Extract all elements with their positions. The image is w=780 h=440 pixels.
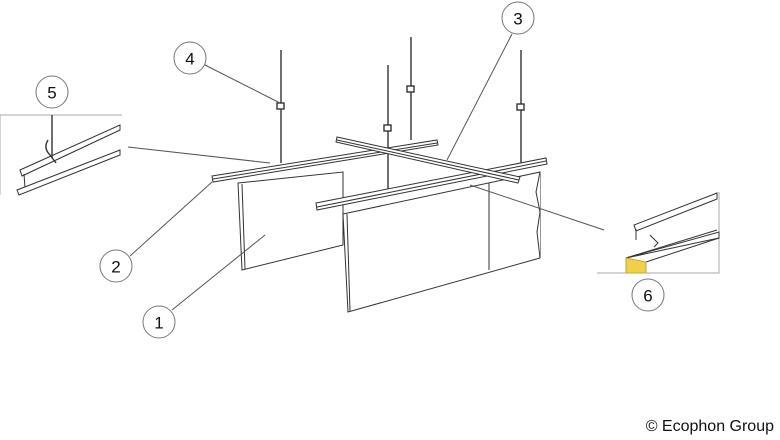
cross-tee	[335, 136, 521, 184]
callout-5: 5	[35, 75, 69, 109]
callout-number: 3	[513, 10, 522, 29]
callout-number: 2	[111, 258, 120, 277]
callout-6: 6	[631, 278, 665, 312]
callout-leaders	[129, 33, 513, 311]
callout-4: 4	[173, 41, 207, 75]
panel-1	[237, 171, 344, 271]
callout-3: 3	[501, 1, 535, 35]
callout-number: 4	[185, 50, 194, 69]
hanger-wires	[276, 37, 525, 195]
inset-detail-6	[469, 184, 720, 274]
inset-detail-5	[0, 114, 271, 196]
callout-number: 1	[154, 314, 163, 333]
callout-number: 6	[643, 287, 652, 306]
callout-1: 1	[142, 305, 176, 339]
callout-number: 5	[47, 84, 56, 103]
callout-2: 2	[99, 249, 133, 283]
copyright-text: © Ecophon Group	[645, 418, 774, 435]
